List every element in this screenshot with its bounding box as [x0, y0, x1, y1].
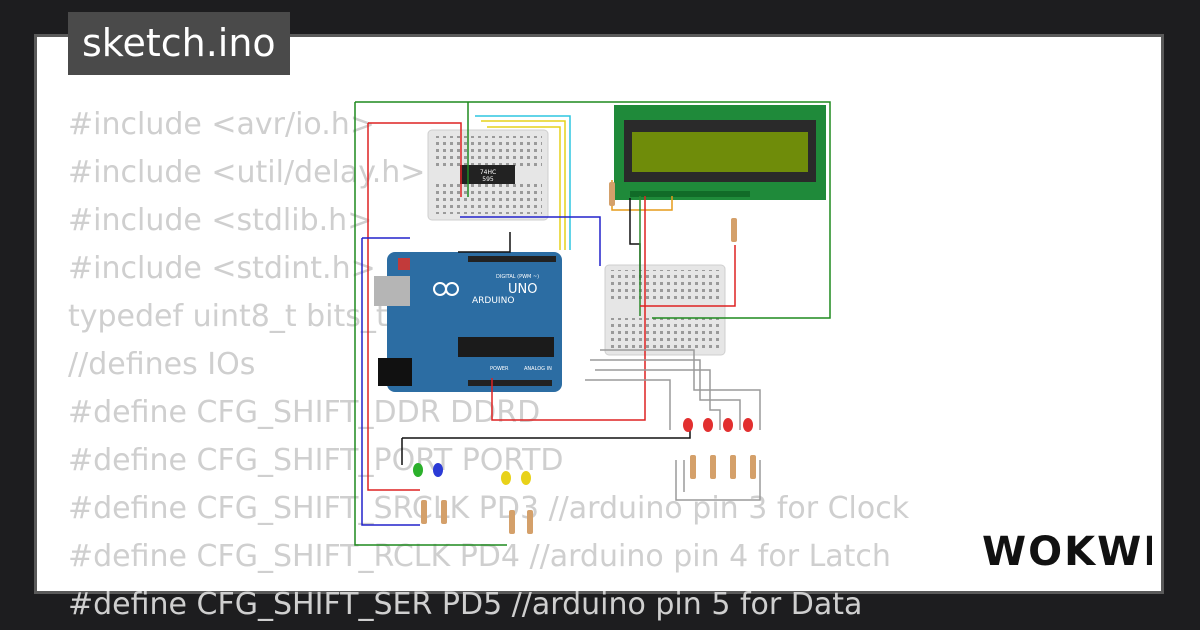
resistor	[690, 455, 696, 479]
led-yellow	[521, 471, 531, 485]
wokwi-logo: WOKWI	[982, 529, 1158, 580]
resistor	[527, 510, 533, 534]
breadboard-right	[604, 264, 726, 356]
code-line: #define CFG_SHIFT_PORT PORTD	[68, 443, 564, 478]
led-blue	[433, 463, 443, 477]
led-red	[683, 418, 693, 432]
code-line: #include <avr/io.h>	[68, 107, 375, 142]
chip-label-top: 74HC	[480, 169, 496, 176]
resistor	[421, 500, 427, 524]
code-line: #include <util/delay.h>	[68, 155, 426, 190]
led-green	[413, 463, 423, 477]
resistors	[421, 182, 756, 534]
arduino-model: UNO	[508, 282, 537, 297]
code-line: #include <stdint.h>	[68, 251, 376, 286]
chip-label-bottom: 595	[482, 176, 494, 183]
code-line: #define CFG_SHIFT_DDR DDRD	[68, 395, 541, 430]
code-listing: #include <avr/io.h> #include <util/delay…	[68, 101, 909, 629]
arduino-uno: ARDUINO UNO DIGITAL (PWM ~) POWER ANALOG…	[374, 252, 562, 392]
resistor	[731, 218, 737, 242]
file-tab-title[interactable]: sketch.ino	[68, 12, 290, 75]
arduino-brand: ARDUINO	[472, 296, 514, 306]
led-red	[703, 418, 713, 432]
resistor	[609, 182, 615, 206]
code-line: #define CFG_SHIFT_SER PD5 //arduino pin …	[68, 587, 863, 622]
wires	[354, 101, 831, 546]
code-line: typedef uint8_t bits_t;	[68, 299, 398, 334]
lcd-display	[614, 105, 826, 200]
led-yellow	[501, 471, 511, 485]
resistor	[730, 455, 736, 479]
led-red	[743, 418, 753, 432]
resistor	[441, 500, 447, 524]
code-line: #define CFG_SHIFT_SRCLK PD3 //arduino pi…	[68, 491, 910, 526]
arduino-power-header: POWER	[490, 366, 509, 372]
shift-register-chip: 74HC 595	[460, 165, 515, 184]
wokwi-logo-text: WOKWI	[982, 529, 1152, 575]
arduino-digital-header: DIGITAL (PWM ~)	[496, 274, 539, 280]
resistor	[710, 455, 716, 479]
resistor	[750, 455, 756, 479]
led-group	[413, 418, 753, 485]
resistor	[509, 510, 515, 534]
code-line: //defines IOs	[68, 347, 256, 382]
led-red	[723, 418, 733, 432]
code-line: #include <stdlib.h>	[68, 203, 373, 238]
arduino-analog-header: ANALOG IN	[524, 366, 552, 372]
code-panel	[34, 34, 1164, 594]
